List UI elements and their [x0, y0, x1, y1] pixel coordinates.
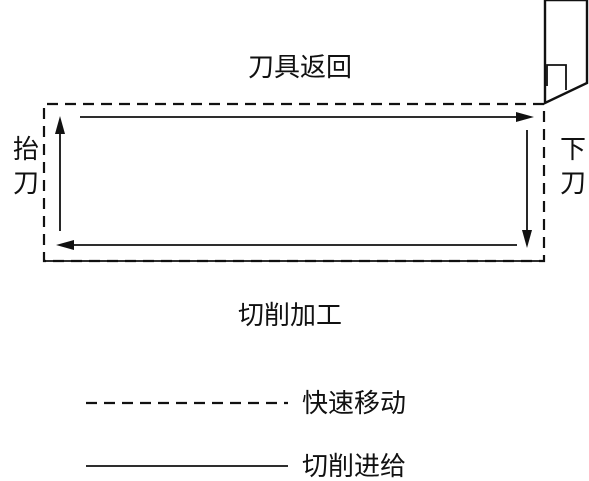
- vertical-label-char: 刀: [560, 169, 586, 199]
- lower-arrowhead: [522, 230, 532, 248]
- legend-feed-label: 切削进给: [302, 452, 406, 481]
- legend: 快速移动 切削进给: [86, 389, 406, 481]
- cutting-tool-icon: [543, 0, 589, 105]
- rapid-move-path: [42, 102, 546, 263]
- vertical-label-char: 抬: [13, 135, 39, 165]
- cutting-machining-label: 切削加工: [238, 301, 342, 331]
- lift-tool-label: 抬刀: [13, 135, 39, 199]
- return-arrowhead: [516, 112, 534, 122]
- vertical-label-char: 刀: [13, 169, 39, 199]
- motion-arrows: [55, 112, 534, 250]
- lift-arrowhead: [55, 116, 65, 134]
- legend-rapid-label: 快速移动: [302, 389, 406, 419]
- lower-tool-label: 下刀: [560, 135, 586, 199]
- cut-arrowhead: [56, 240, 74, 250]
- tool-return-label: 刀具返回: [248, 53, 352, 83]
- vertical-label-char: 下: [560, 135, 586, 165]
